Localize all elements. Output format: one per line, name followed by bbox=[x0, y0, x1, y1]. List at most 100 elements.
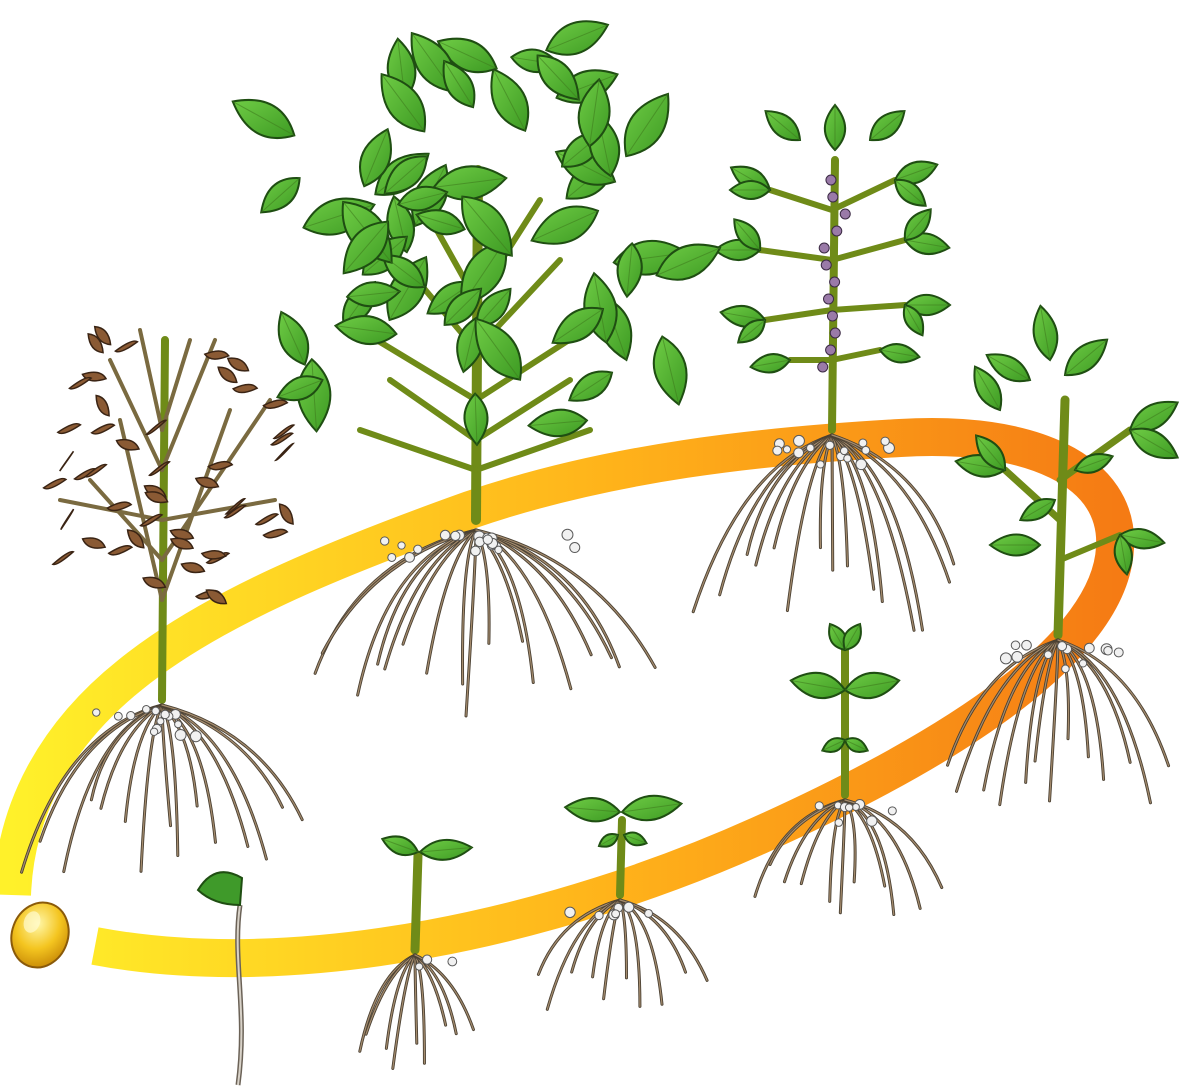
stem bbox=[832, 240, 905, 260]
root-nodule bbox=[1011, 641, 1020, 650]
root-nodule bbox=[405, 552, 415, 562]
root-nodule bbox=[1044, 651, 1052, 659]
leaf bbox=[532, 206, 598, 243]
root-nodule bbox=[381, 537, 389, 545]
seed-pod bbox=[117, 440, 139, 450]
root-nodule bbox=[794, 435, 805, 446]
root-nodule bbox=[844, 455, 851, 462]
root-nodule bbox=[1084, 643, 1094, 653]
root-nodule bbox=[595, 911, 603, 919]
root-nodule bbox=[161, 710, 169, 718]
root-nodule bbox=[1062, 665, 1070, 673]
root-nodule bbox=[448, 957, 457, 966]
root-nodule bbox=[1114, 648, 1123, 657]
root-nodule bbox=[127, 712, 135, 720]
flowering-plant bbox=[693, 105, 954, 630]
stem bbox=[832, 180, 895, 210]
seed-pod bbox=[128, 530, 144, 548]
seed-icon bbox=[2, 894, 77, 975]
root-nodule bbox=[142, 706, 150, 714]
root-nodule bbox=[612, 910, 620, 918]
root-nodule bbox=[1079, 660, 1086, 667]
flower bbox=[818, 362, 828, 372]
root-nodule bbox=[175, 729, 186, 740]
seed-pod bbox=[256, 514, 278, 525]
root-nodule bbox=[845, 804, 852, 811]
germination-sprout bbox=[198, 872, 242, 1085]
seed-pod bbox=[44, 479, 66, 489]
root-nodule bbox=[1022, 640, 1032, 650]
root-nodule bbox=[859, 439, 867, 447]
seed-pod bbox=[280, 504, 293, 524]
root-nodule bbox=[881, 437, 889, 445]
seed-pod bbox=[92, 424, 115, 434]
root-nodule bbox=[451, 531, 460, 540]
stem bbox=[770, 190, 832, 210]
root-nodule bbox=[416, 963, 423, 970]
seed-pod bbox=[69, 378, 91, 389]
root-nodule bbox=[862, 446, 870, 454]
root-nodule bbox=[835, 819, 843, 827]
root-nodule bbox=[190, 731, 201, 742]
seed-pod bbox=[58, 424, 81, 434]
root-nodule bbox=[817, 461, 824, 468]
flower bbox=[826, 345, 836, 355]
root-nodule bbox=[794, 448, 804, 458]
flower bbox=[840, 209, 850, 219]
seed-pod bbox=[60, 451, 74, 471]
stem bbox=[620, 820, 622, 895]
seed-pod bbox=[202, 551, 226, 559]
root-nodule bbox=[783, 446, 790, 453]
seed-pod bbox=[170, 530, 193, 540]
root-nodule bbox=[867, 816, 877, 826]
root-nodule bbox=[150, 728, 157, 735]
root-nodule bbox=[815, 802, 823, 810]
flower bbox=[830, 328, 840, 338]
root-nodule bbox=[645, 910, 653, 918]
root-nodule bbox=[175, 721, 182, 728]
stem bbox=[765, 310, 832, 320]
root-nodule bbox=[773, 446, 782, 455]
cotyledon bbox=[198, 872, 242, 905]
root-nodule bbox=[440, 530, 450, 540]
life-cycle-arrow bbox=[12, 437, 1115, 958]
root-nodule bbox=[471, 546, 481, 556]
flower bbox=[832, 226, 842, 236]
root-nodule bbox=[624, 902, 634, 912]
seed-pod bbox=[276, 444, 293, 461]
root-nodule bbox=[114, 712, 122, 720]
seed-pod bbox=[83, 538, 106, 548]
root-nodule bbox=[423, 955, 432, 964]
root-nodule bbox=[93, 709, 100, 716]
stem bbox=[415, 855, 418, 950]
seed-pod bbox=[96, 396, 109, 416]
seed-pod bbox=[218, 367, 237, 382]
root-nodule bbox=[152, 707, 160, 715]
stem bbox=[832, 305, 905, 310]
flower bbox=[821, 260, 831, 270]
flower bbox=[830, 277, 840, 287]
root-nodule bbox=[856, 459, 867, 470]
root-nodule bbox=[826, 441, 834, 449]
seed-pod bbox=[264, 529, 288, 537]
flower bbox=[826, 175, 836, 185]
seed-pod bbox=[53, 552, 73, 565]
root-nodule bbox=[807, 444, 815, 452]
flower bbox=[827, 311, 837, 321]
seed-pod bbox=[205, 351, 229, 359]
root bbox=[101, 705, 162, 808]
root-nodule bbox=[483, 535, 492, 544]
seed-pod bbox=[171, 538, 193, 549]
seed-pod bbox=[181, 563, 204, 573]
root-nodule bbox=[1000, 653, 1011, 664]
full-canopy-plant bbox=[233, 21, 720, 716]
root-nodule bbox=[840, 447, 848, 455]
seed-pod bbox=[61, 509, 74, 529]
root-nodule bbox=[565, 907, 575, 917]
stem bbox=[360, 430, 476, 470]
root-nodule bbox=[570, 543, 580, 553]
root-nodule bbox=[1104, 647, 1112, 655]
root-nodule bbox=[852, 803, 859, 810]
stem bbox=[832, 350, 880, 360]
